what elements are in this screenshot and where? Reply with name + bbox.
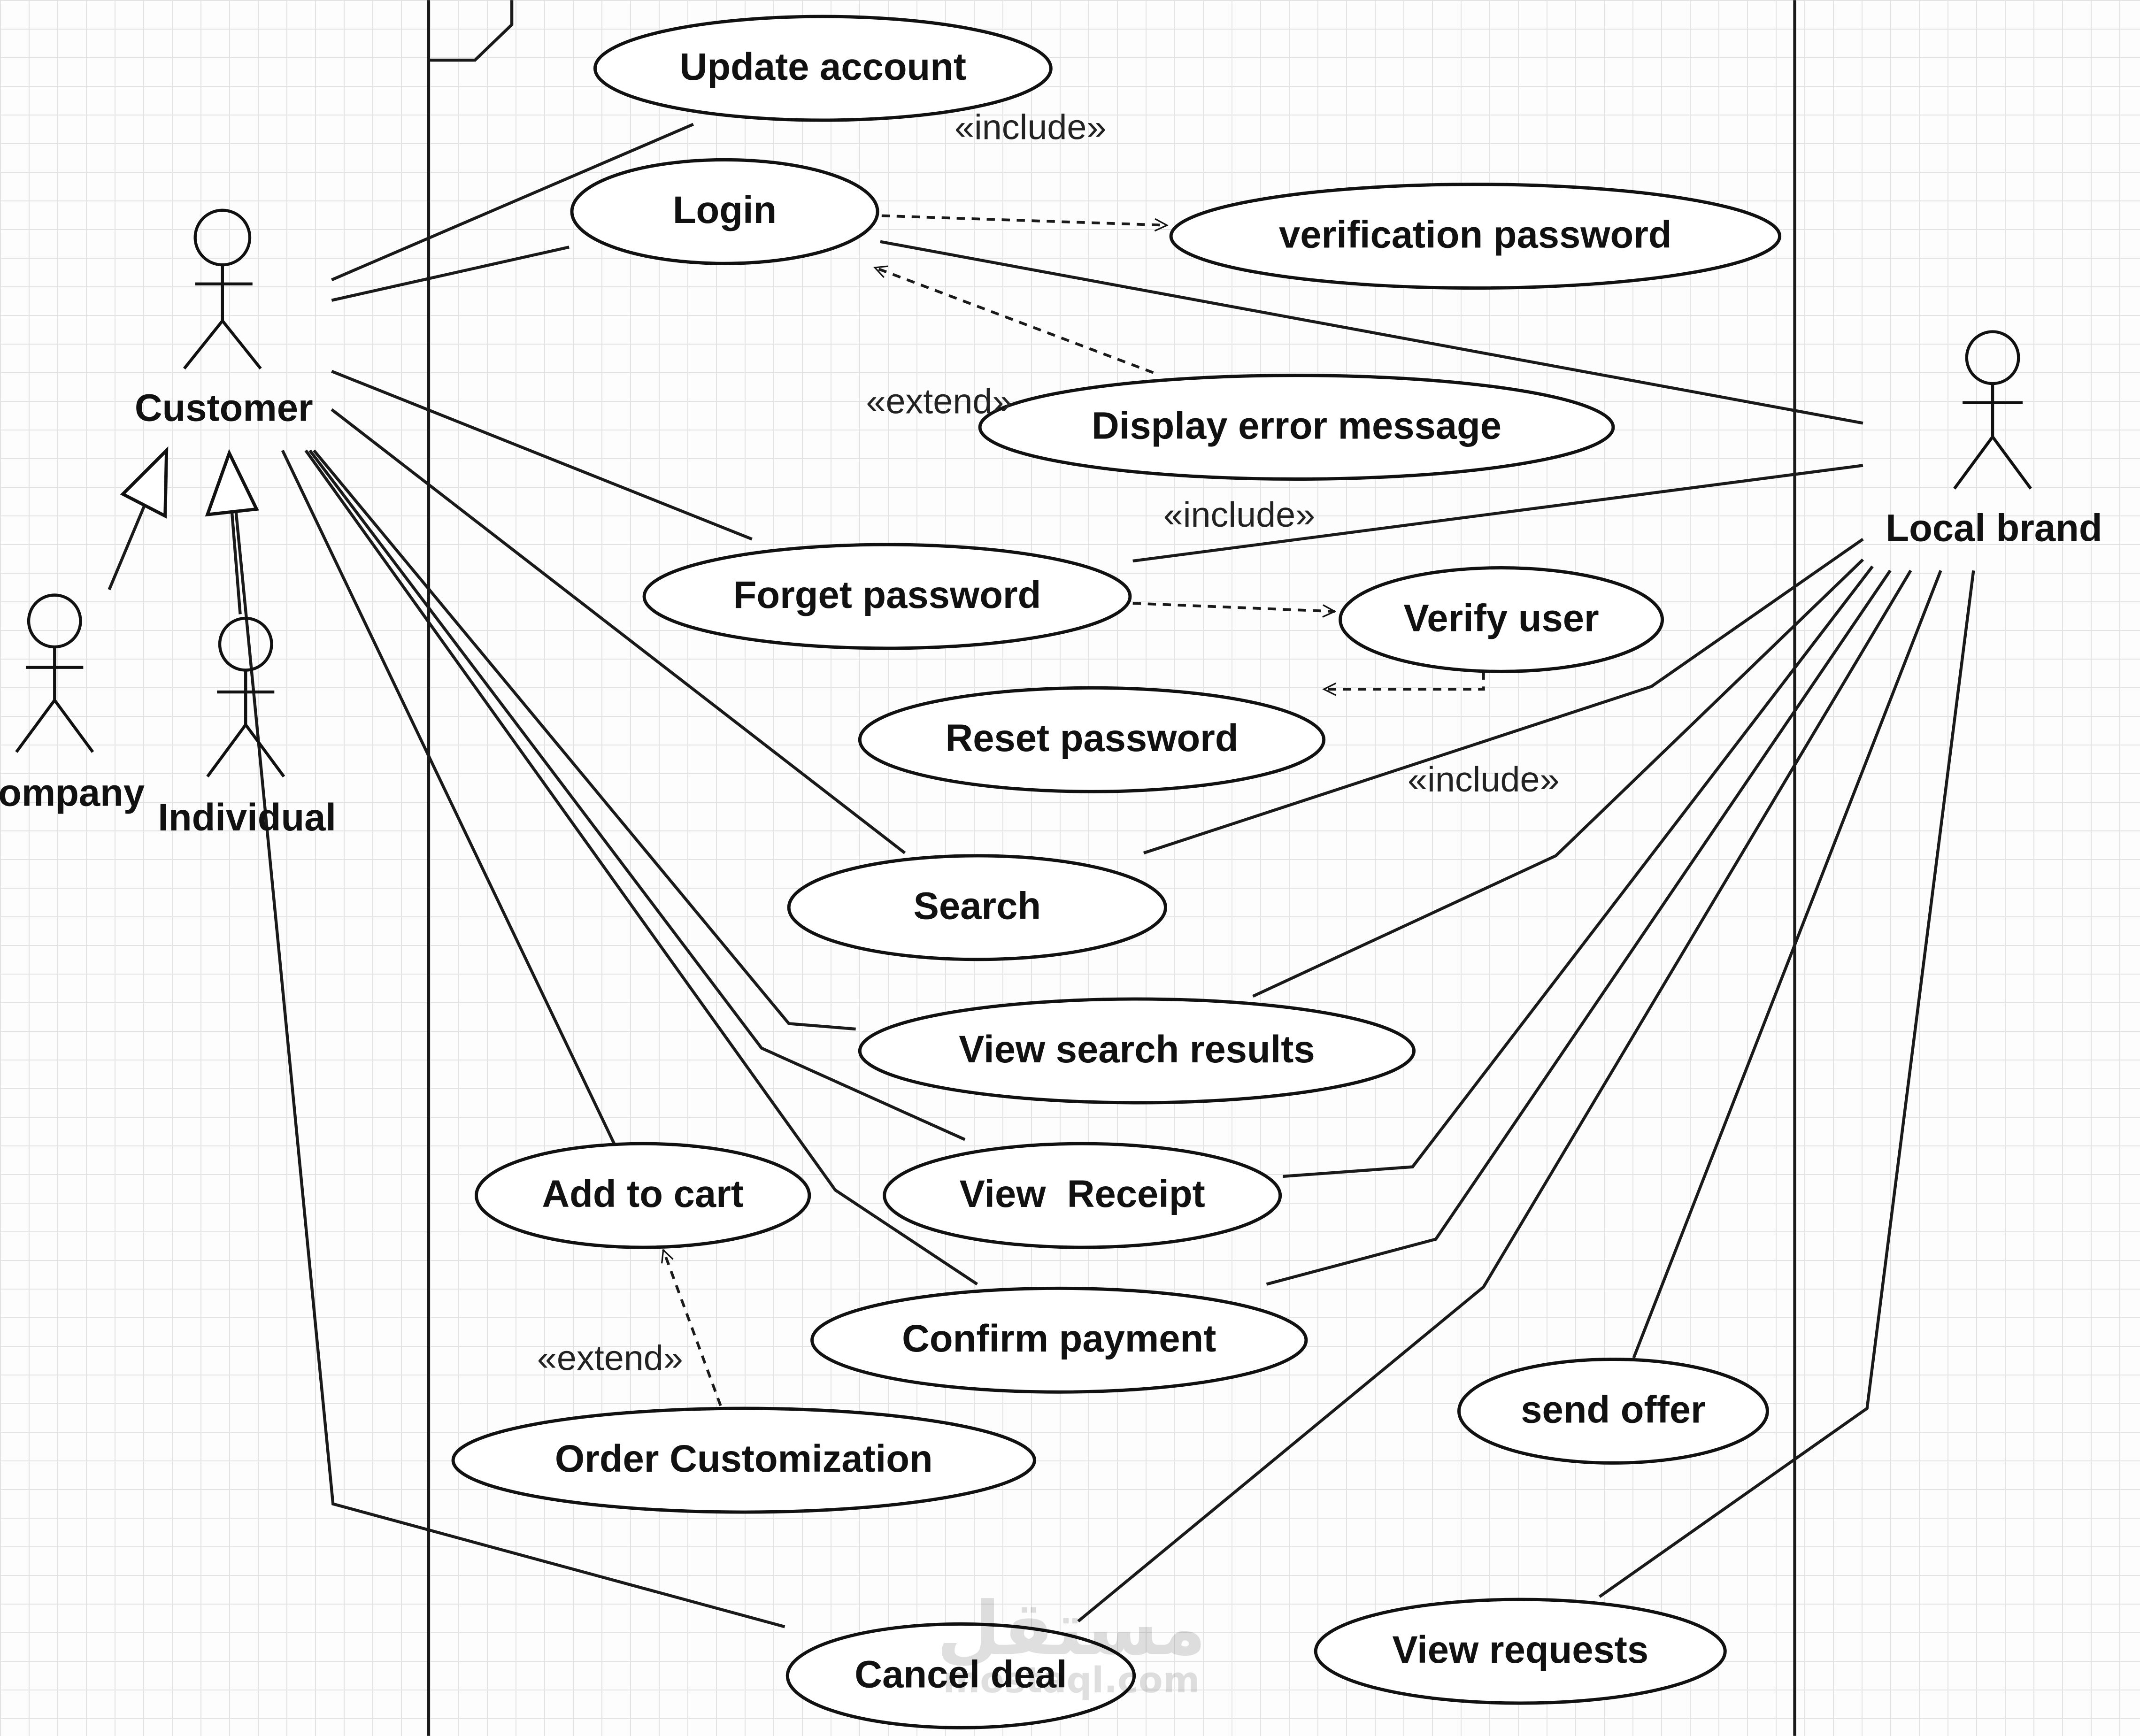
watermark-latin: mostaql.com [943,1659,1200,1701]
assoc-brand-view-receipt [1283,565,1874,1178]
use-case-label: Login [673,189,777,231]
use-case-label: send offer [1521,1388,1705,1431]
use-case-send-offer[interactable]: send offer [1457,1357,1769,1465]
use-case-label: Display error message [1092,404,1501,447]
actor-individual[interactable]: Individual [158,616,336,839]
use-case-reset-password[interactable]: Reset password [858,686,1326,793]
system-boundary [427,0,1796,1736]
actor-label: Individual [158,796,336,839]
assoc-brand-search [1143,538,1864,855]
use-case-display-error-message[interactable]: Display error message [978,374,1615,481]
stick-figure-icon [15,593,94,753]
assoc-customer-confirm-payment [304,449,978,1286]
use-case-label: View requests [1392,1628,1648,1671]
stereotype-extend: «extend» [866,382,1012,422]
use-case-cancel-deal[interactable]: Cancel deal [785,1622,1136,1729]
stereotype-include: «include» [1163,495,1316,535]
generalizations [108,446,259,615]
assoc-brand-view-search-results [1252,558,1864,998]
actor-customer[interactable]: Customer [135,208,313,430]
assoc-customer-add-to-cart [281,450,616,1145]
stick-figure-icon [1953,330,2032,490]
assoc-customer-view-search-results [313,449,856,1031]
actor-company[interactable]: Company [0,593,145,814]
actor-label: Customer [135,387,313,430]
use-case-label: View search results [959,1028,1315,1071]
assoc-customer-cancel-deal [230,470,785,1628]
assoc-brand-confirm-payment [1266,569,1892,1286]
actor-local-brand[interactable]: Local brand [1886,330,2102,550]
use-case-login[interactable]: Login [570,158,879,265]
use-case-view-receipt[interactable]: View Receipt [883,1142,1282,1249]
assoc-brand-view-requests [1599,570,1975,1598]
stereotype-extend: «extend» [537,1338,683,1378]
use-case-label: View Receipt [960,1173,1205,1215]
use-case-label: Cancel deal [854,1653,1067,1696]
assoc-brand-login [880,240,1863,425]
assoc-brand-forget-password [1132,464,1863,563]
use-case-label: Forget password [733,574,1041,616]
use-case-add-to-cart[interactable]: Add to cart [475,1142,811,1249]
use-case-verification-password[interactable]: verification password [1169,183,1782,290]
assoc-customer-view-receipt [308,449,966,1141]
assoc-brand-send-offer [1632,570,1942,1359]
assoc-customer-update-account [331,123,694,282]
use-case-update-account[interactable]: Update account [593,15,1053,122]
use-case-label: Update account [680,46,966,88]
use-case-label: Confirm payment [902,1317,1216,1360]
stick-figure-icon [183,208,262,370]
actor-label: Company [0,771,145,814]
dependencies [663,214,1485,1406]
use-case-label: Order Customization [555,1437,933,1480]
generalization-arrow-icon [120,446,169,519]
watermark-arabic: مستقل [937,1586,1206,1672]
use-case-forget-password[interactable]: Forget password [642,543,1132,650]
watermark-logo: مستقل mostaql.com [937,1586,1206,1700]
generalization-arrow-icon [205,449,259,517]
use-case-confirm-payment[interactable]: Confirm payment [810,1286,1308,1394]
use-case-search[interactable]: Search [787,854,1167,961]
use-case-label: Verify user [1403,597,1599,639]
associations [230,123,1975,1628]
use-case-label: Reset password [945,717,1238,760]
assoc-customer-search [331,408,906,854]
use-case-verify-user[interactable]: Verify user [1339,566,1664,673]
actor-label: Local brand [1886,507,2102,549]
assoc-customer-forget-password [331,369,753,541]
stereotype-include: «include» [1408,760,1560,799]
use-case-order-customization[interactable]: Order Customization [451,1406,1036,1514]
use-case-label: Search [914,885,1041,928]
assoc-brand-cancel-deal [1077,569,1912,1623]
assoc-customer-login [331,246,570,302]
use-case-view-search-results[interactable]: View search results [858,997,1416,1105]
stick-figure-icon [206,616,285,778]
stereotype-include: «include» [955,108,1107,147]
use-case-label: verification password [1279,214,1672,256]
use-case-label: Add to cart [542,1173,743,1215]
use-case-view-requests[interactable]: View requests [1314,1598,1727,1705]
